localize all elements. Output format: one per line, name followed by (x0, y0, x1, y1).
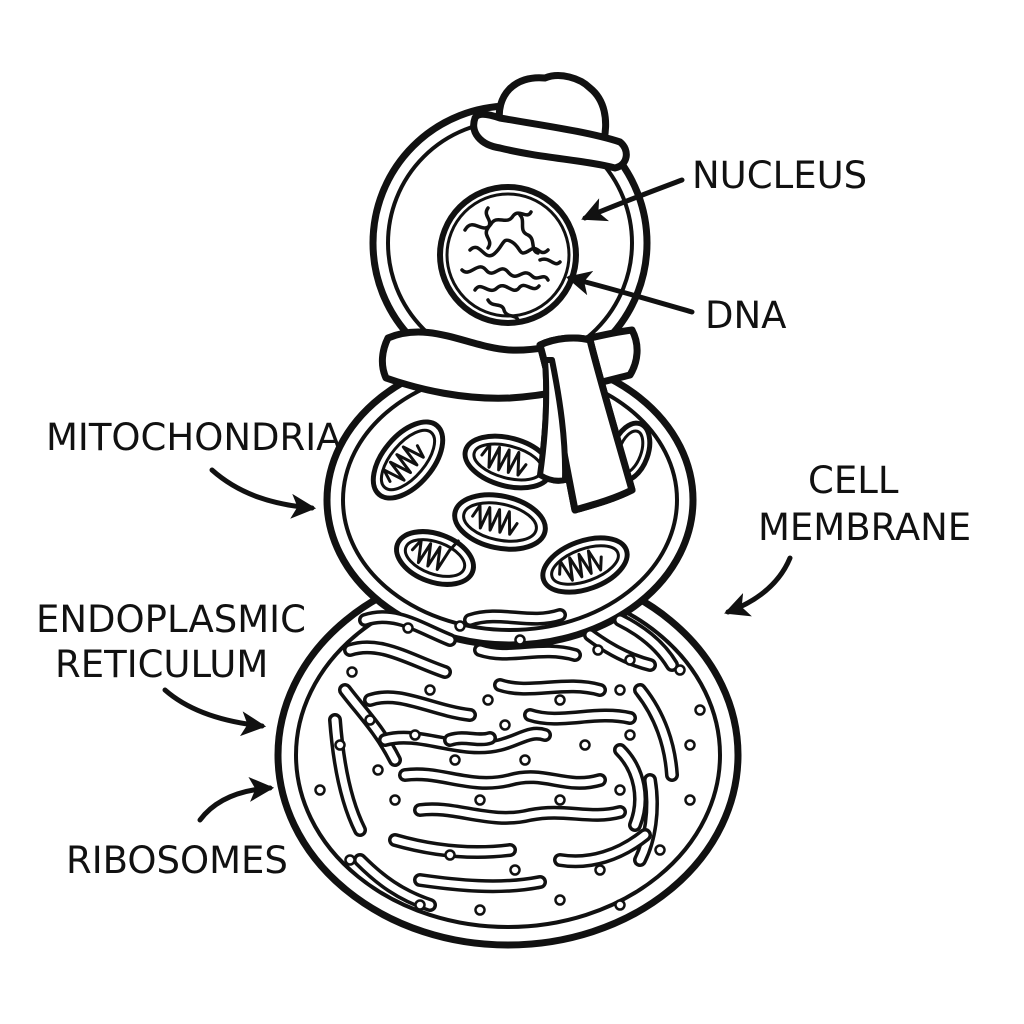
arrow-endoplasmic-reticulum (162, 687, 267, 737)
mitochondrion (370, 419, 446, 501)
label-dna: DNA (705, 294, 786, 337)
ribosome-dot (314, 784, 326, 796)
ribosome-dot (579, 739, 591, 751)
ribosome-dot (594, 864, 606, 876)
arrow-ribosomes (197, 776, 275, 823)
label-endoplasmic-line1: ENDOPLASMIC (36, 598, 306, 641)
ribosome-dot (554, 794, 566, 806)
ribosome-dot (454, 620, 466, 632)
scarf-tail (536, 334, 636, 514)
ribosome-dot (474, 794, 486, 806)
er-tubule-lumen (636, 686, 676, 779)
er-tubule-lumen (401, 770, 604, 787)
er-tubule-lumen (346, 643, 449, 676)
ribosome-dot (684, 794, 696, 806)
ribosome-dot (409, 729, 421, 741)
arrow-cell-membrane (724, 555, 793, 617)
er-tubule-lumen (526, 711, 634, 723)
label-endoplasmic-line2: RETICULUM (55, 643, 268, 686)
ribosome-dot (389, 794, 401, 806)
ribosome-dot (519, 754, 531, 766)
label-mitochondria: MITOCHONDRIA (46, 416, 341, 459)
hat-icon (470, 72, 630, 172)
dna-strands (460, 206, 562, 322)
ribosome-dot (624, 729, 636, 741)
er-tubule-lumen (366, 693, 474, 719)
ribosome-dot (654, 844, 666, 856)
label-cell-membrane-line2: MEMBRANE (758, 506, 971, 549)
ribosome-dot (674, 664, 686, 676)
er-tubule-lumen (446, 734, 494, 744)
mitochondria-group (370, 419, 653, 595)
er-tubule-lumen (361, 613, 454, 644)
mitochondrion (540, 535, 630, 595)
ribosome-dot (554, 894, 566, 906)
ribosome-dot (402, 622, 414, 634)
arrow-mitochondria (209, 467, 317, 519)
ribosome-dot (364, 714, 376, 726)
ribosome-dot (344, 854, 356, 866)
ribosome-dot (449, 754, 461, 766)
ribosome-dot (624, 654, 636, 666)
mitochondrion (394, 529, 476, 587)
ribosome-dot (514, 634, 526, 646)
mitochondrion (462, 433, 554, 491)
arrow-nucleus (581, 177, 685, 222)
ribosome-dot (372, 764, 384, 776)
ribosome-dot (346, 666, 358, 678)
ribosome-dot (482, 694, 494, 706)
nucleus (437, 184, 579, 326)
ribosome-dot (694, 704, 706, 716)
ribosome-dot (424, 684, 436, 696)
ribosome-dot (614, 784, 626, 796)
ribosome-dot (509, 864, 521, 876)
mitochondrion (452, 492, 548, 552)
ribosome-dot (592, 644, 604, 656)
er-tubule-lumen (476, 646, 579, 659)
ribosome-dot (684, 739, 696, 751)
er-tubule-lumen (416, 876, 544, 890)
er-tubule-lumen (331, 716, 364, 834)
er-tubule-lumen (616, 616, 676, 669)
ribosome-dot (554, 694, 566, 706)
ribosome-dot (334, 739, 346, 751)
er-tubule-lumen (496, 681, 604, 694)
er-tubule-lumen (416, 805, 624, 822)
label-ribosomes: RIBOSOMES (66, 839, 288, 882)
ribosome-dot (614, 684, 626, 696)
er-tubule-lumen (586, 631, 654, 669)
er-tubule-lumen (636, 776, 656, 864)
ribosome-dot (474, 904, 486, 916)
ribosome-dot (614, 899, 626, 911)
er-tubule-lumen (616, 746, 644, 829)
er-tubule-lumen (466, 611, 564, 624)
ribosome-dot (444, 849, 456, 861)
arrow-dna (565, 270, 695, 315)
ribosome-dot (499, 719, 511, 731)
ribosomes (314, 620, 706, 916)
er-tubule-lumen (556, 831, 649, 865)
label-nucleus: NUCLEUS (692, 154, 867, 197)
pointer-arrows (162, 177, 793, 823)
label-cell-membrane-line1: CELL (808, 459, 899, 502)
ribosome-dot (414, 899, 426, 911)
